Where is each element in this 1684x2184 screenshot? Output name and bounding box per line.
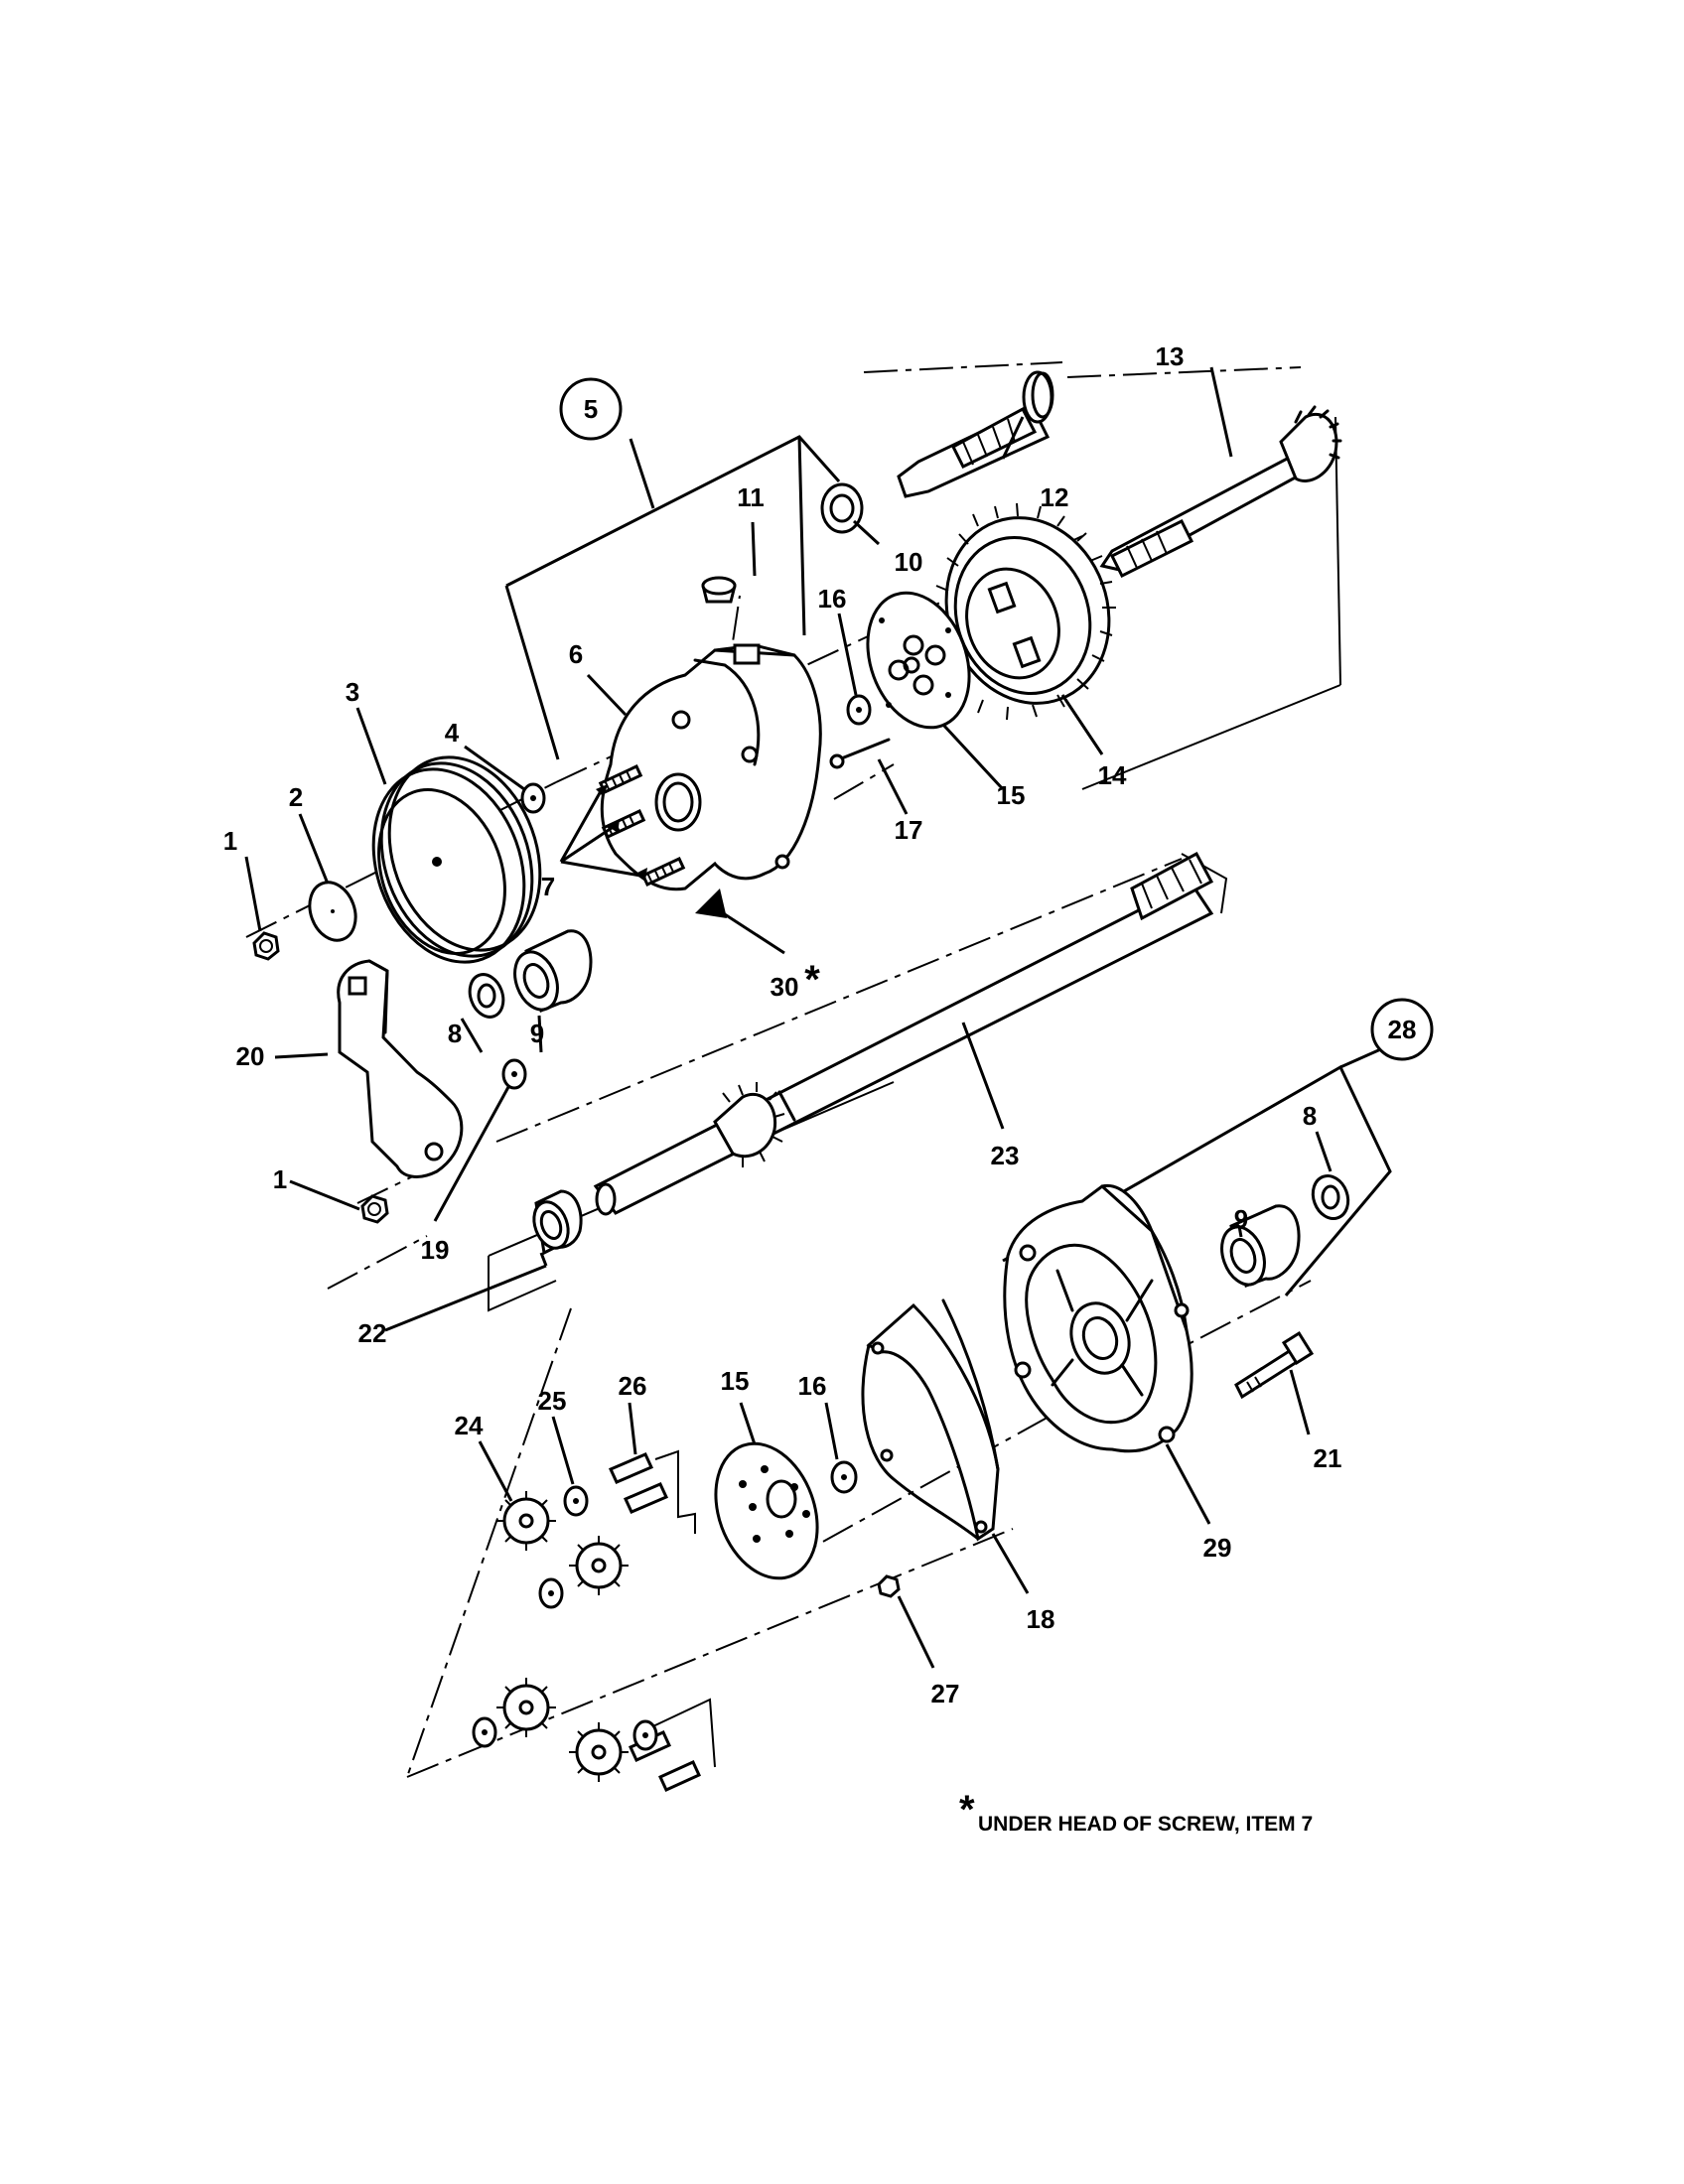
item-6-housing [600,643,822,955]
item-2-washer [308,881,357,942]
footnote: * UNDER HEAD OF SCREW, ITEM 7 [959,1788,1313,1836]
callout-27: 27 [931,1679,960,1708]
callout-circle-5 [559,377,623,441]
callout-15-upper: 15 [997,780,1026,810]
item-26-pins [608,1449,716,1792]
item-21-bolt [1234,1330,1315,1400]
callout-16-upper: 16 [818,584,847,614]
item-3-pulley [371,755,542,964]
callout-8-lower: 8 [1303,1101,1317,1131]
callout-19: 19 [421,1235,450,1265]
callout-3: 3 [346,677,359,707]
item-28-bracket [1002,1045,1392,1297]
item-17-pin [829,738,891,769]
item-8-upper-bearing [468,973,505,1019]
callout-18: 18 [1027,1604,1055,1634]
item-12-shaft [897,370,1054,498]
callout-21: 21 [1314,1443,1342,1473]
callout-5: 5 [584,394,598,424]
callout-12: 12 [1041,482,1069,512]
callout-30: 30 [771,972,799,1002]
callout-7: 7 [541,872,555,901]
callout-2: 2 [289,782,303,812]
callout-24: 24 [455,1411,484,1440]
item-1-lower-nut [360,1194,389,1224]
item-20-bracket [337,959,464,1178]
callout-9-lower: 9 [1234,1204,1248,1234]
footnote-text: UNDER HEAD OF SCREW, ITEM 7 [978,1813,1313,1836]
item-5-bracket [504,416,1341,790]
item-11-plug [701,576,737,604]
item-18-gasket [861,1298,1000,1542]
callout-15-lower: 15 [721,1366,750,1396]
callout-29: 29 [1203,1533,1232,1563]
item-1-upper-nut [252,931,280,961]
item-16-upper-washer [846,694,872,726]
item-27-nut [877,1574,901,1598]
callout-26: 26 [619,1371,647,1401]
item-4-washer [520,782,546,814]
callout-30-asterisk: * [804,958,820,1002]
callout-4: 4 [445,718,460,748]
callout-labels: 1 2 3 4 5 6 7 8 9 10 11 12 13 14 15 16 1… [223,341,1417,1708]
callout-1-upper: 1 [223,826,237,856]
item-22-bushing [532,1189,583,1256]
callout-leaders [244,366,1333,1669]
callout-6: 6 [569,639,583,669]
callout-14: 14 [1098,760,1127,790]
item-8-lower-bearing [1311,1174,1350,1220]
item-9-lower-bushing [1220,1204,1301,1288]
callout-9-upper: 9 [530,1019,544,1048]
callout-23: 23 [991,1141,1020,1170]
item-13-gear-shaft [1099,405,1342,579]
callout-25: 25 [538,1386,567,1416]
callout-16-lower: 16 [798,1371,827,1401]
footnote-asterisk: * [959,1788,975,1832]
center-lines [245,361,1312,1778]
callout-8-upper: 8 [448,1019,462,1048]
callout-13: 13 [1156,341,1185,371]
callout-circle-28 [1370,998,1434,1061]
item-16-lower-washer [830,1460,858,1494]
item-24-planet-gears [496,1491,629,1782]
item-9-upper-bushing [513,929,593,1014]
callout-11: 11 [737,482,765,512]
callout-20: 20 [236,1041,265,1071]
item-15-upper-plate [866,591,971,730]
callout-28: 28 [1388,1015,1417,1044]
item-25-washers [472,1485,658,1751]
callout-17: 17 [895,815,923,845]
item-23-long-shaft [593,851,1214,1216]
callout-10: 10 [895,547,923,577]
callout-1-lower: 1 [273,1164,287,1194]
item-19-washer [501,1058,527,1090]
item-7-screws [559,764,686,887]
item-10-bearing [820,482,864,534]
item-15-lower-plate [714,1441,819,1580]
callout-22: 22 [358,1318,387,1348]
item-29-lower-housing [1003,1183,1193,1453]
